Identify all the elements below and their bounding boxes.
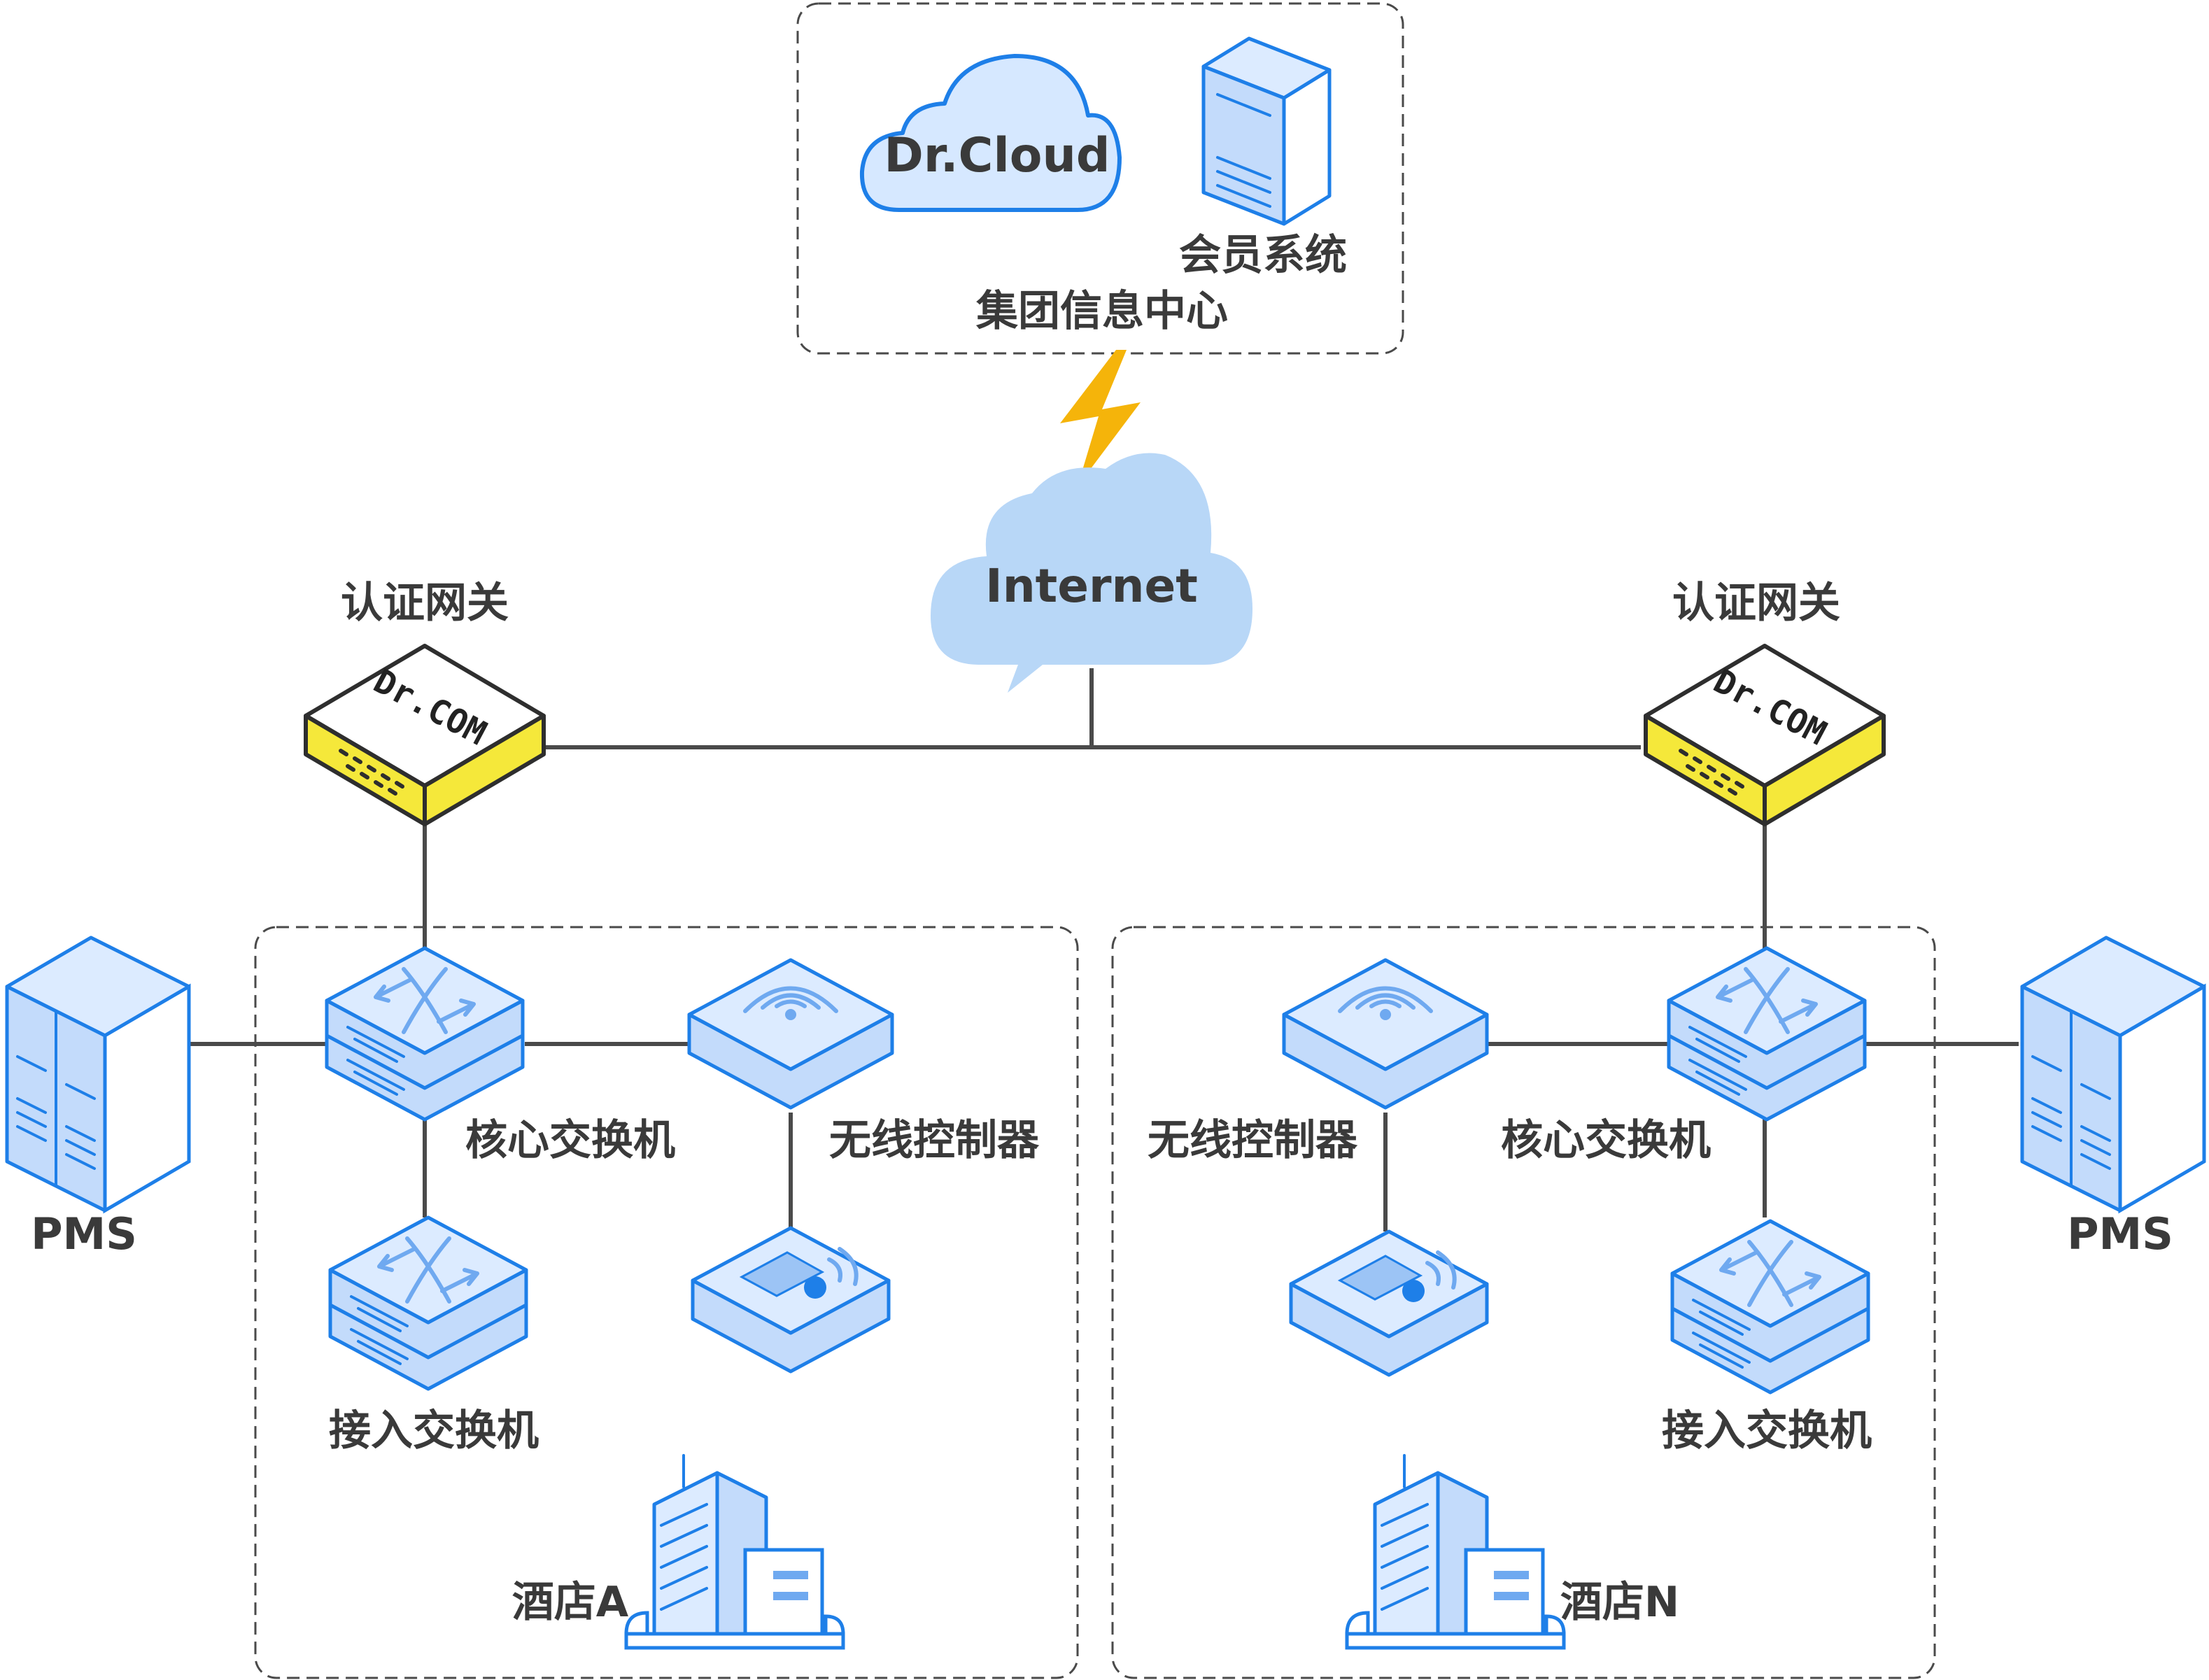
access-switch-a-icon — [330, 1217, 526, 1389]
wireless-controller-a-label: 无线控制器 — [829, 1116, 1040, 1165]
hotel-n-name: 酒店N — [1560, 1578, 1679, 1627]
pms-left-label: PMS — [31, 1208, 137, 1259]
wireless-controller-n-label: 无线控制器 — [1148, 1116, 1358, 1165]
core-switch-a-label: 核心交换机 — [465, 1116, 675, 1165]
pms-right-server-icon — [2022, 938, 2204, 1210]
hotel-n-box — [1111, 926, 1936, 1679]
member-system-label: 会员系统 — [1179, 231, 1347, 280]
access-switch-n-label: 接入交换机 — [1662, 1406, 1872, 1455]
access-point-n-icon — [1291, 1231, 1487, 1375]
core-switch-n-label: 核心交换机 — [1501, 1116, 1711, 1165]
hotel-a-name: 酒店A — [512, 1578, 629, 1627]
access-switch-a-label: 接入交换机 — [329, 1406, 539, 1455]
wireless-controller-a-icon — [689, 960, 892, 1108]
access-switch-n-icon — [1672, 1221, 1868, 1392]
gateway-right-label: 认证网关 — [1672, 579, 1840, 628]
internet-cloud-icon — [931, 453, 1252, 693]
access-point-a-icon — [693, 1228, 889, 1371]
internet-label: Internet — [985, 559, 1198, 613]
gateway-left-icon — [306, 646, 544, 824]
lightning-icon — [1060, 350, 1141, 486]
hotel-a-box — [254, 926, 1079, 1679]
hotel-a-building-icon — [626, 1455, 843, 1648]
member-system-server-icon — [1201, 36, 1332, 226]
gateway-right-icon — [1646, 646, 1884, 824]
core-switch-n-icon — [1669, 948, 1865, 1120]
core-switch-a-icon — [327, 948, 523, 1120]
pms-left-server-icon — [7, 938, 189, 1210]
hotel-n-building-icon — [1347, 1455, 1564, 1648]
drcloud-cloud-icon — [859, 54, 1122, 212]
wireless-controller-n-icon — [1284, 960, 1487, 1108]
gateway-left-label: 认证网关 — [341, 579, 509, 628]
pms-right-label: PMS — [2067, 1208, 2173, 1259]
info-center-title: 集团信息中心 — [975, 287, 1228, 336]
drcloud-label: Dr.Cloud — [884, 128, 1110, 183]
group-info-center-box — [796, 2, 1404, 355]
